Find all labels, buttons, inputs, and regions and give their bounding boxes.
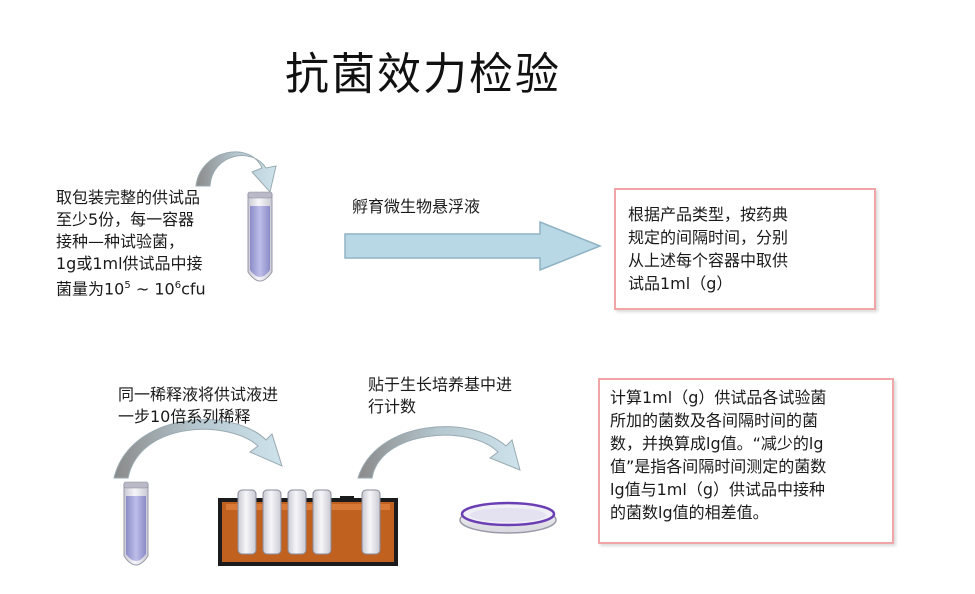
calc-line-5: lg值与1ml（g）供试品中接种 [610,480,825,499]
incubate-label: 孵育微生物悬浮液 [352,197,481,216]
dilution-step-text: 同一稀释液将供试液进 一步10倍系列稀释 [118,384,278,428]
petri-dish-icon [459,501,557,534]
sample-line-4: 试品1ml（g） [628,274,733,293]
rack-tubes [237,489,381,555]
sampling-step-box: 根据产品类型，按药典 规定的间隔时间，分别 从上述每个容器中取供 试品1ml（g… [614,188,876,310]
dilute-line-1: 同一稀释液将供试液进 [118,385,279,404]
flow-arrow-icon [344,220,603,272]
inoculate-prefix: 菌量为10 [56,279,125,299]
plate-line-1: 贴于生长培养基中进 [368,375,513,394]
sample-line-1: 根据产品类型，按药典 [628,205,789,224]
calc-line-6: 的菌数lg值的相差值。 [610,503,769,522]
sample-line-3: 从上述每个容器中取供 [628,251,789,270]
inoculate-range: ~ 10 [130,279,175,299]
calc-line-2: 所加的菌数及各间隔时间的菌 [610,411,819,430]
plating-step-text: 贴于生长培养基中进 行计数 [368,374,512,418]
tube-rack-icon [218,489,398,566]
test-tube-icon [247,191,273,282]
inoculation-step-text: 取包装完整的供试品 至少5份，每一容器 接种—种试验菌， 1g或1ml供试品中接… [56,187,206,300]
inoculate-line-1: 取包装完整的供试品 [56,188,201,207]
inoculate-suffix: cfu [181,279,206,299]
plate-line-2: 行计数 [368,397,417,416]
inoculate-exp-1: 5 [124,280,131,291]
curved-arrow-dilute-icon [113,419,283,479]
page-title: 抗菌效力检验 [285,49,561,100]
test-tube-dilute-icon [123,481,149,566]
curved-arrow-icon [195,151,277,194]
dilute-line-2: 一步10倍系列稀释 [118,407,251,426]
inoculate-line-4: 1g或1ml供试品中接 [56,254,203,273]
inoculate-line-3: 接种—种试验菌， [56,232,185,251]
sample-line-2: 规定的间隔时间，分别 [628,228,789,247]
inoculate-line-5: 菌量为105 ~ 106cfu [56,275,206,300]
calculation-step-box: 计算1ml（g）供试品各试验菌 所加的菌数及各间隔时间的菌 数，并换算成lg值。… [598,378,894,544]
calc-line-1: 计算1ml（g）供试品各试验菌 [610,388,827,407]
calc-line-3: 数，并换算成lg值。“减少的lg [610,434,824,453]
curved-arrow-plate-icon [357,426,521,479]
inoculate-exp-2: 6 [174,280,182,291]
calc-line-4: 值”是指各间隔时间测定的菌数 [610,457,827,476]
inoculate-line-2: 至少5份，每一容器 [56,210,195,229]
